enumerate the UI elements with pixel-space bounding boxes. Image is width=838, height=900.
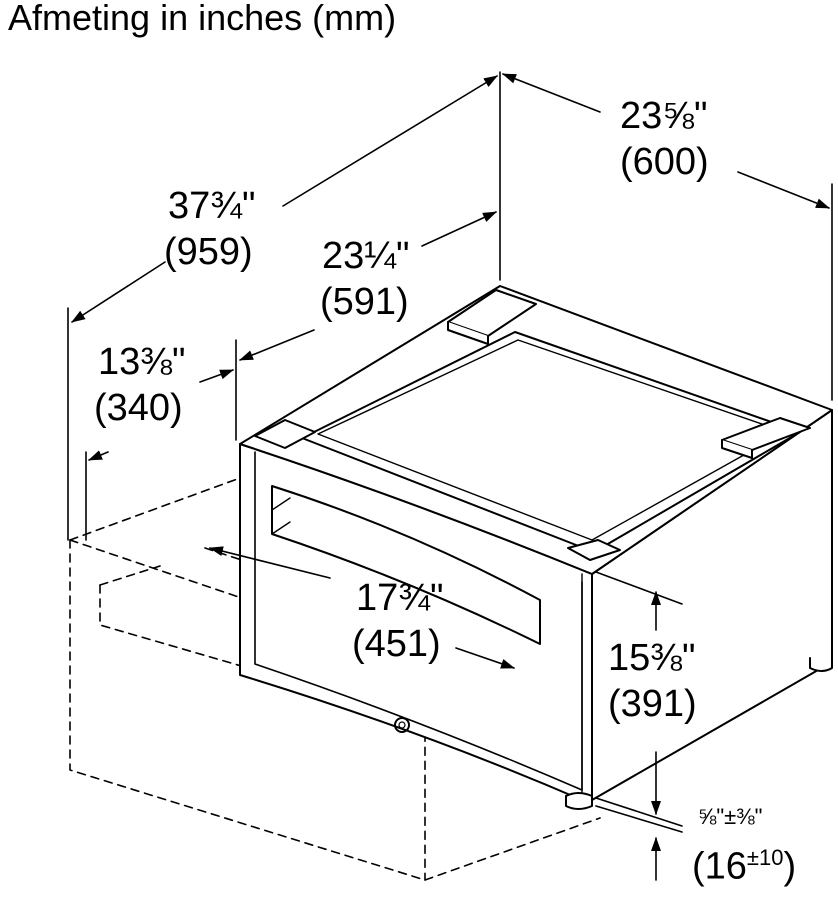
total-depth-mm: (959)	[164, 231, 253, 273]
total-depth-inch: 37¾"	[168, 185, 256, 227]
corner-pads	[254, 289, 811, 561]
body-depth-inch: 23¼"	[322, 235, 410, 277]
adjustable-feet	[565, 657, 833, 810]
width-mm: (600)	[620, 141, 709, 183]
body-depth-mm: (591)	[320, 281, 409, 323]
drawer-opening-mm: (451)	[352, 623, 441, 665]
drawer-lock	[394, 717, 410, 733]
extension-lines	[67, 71, 833, 833]
drawer-handle	[271, 485, 541, 645]
drawer-extension-mm: (340)	[94, 387, 183, 429]
foot-adjustment-inch: ⅝"±⅜"	[698, 804, 763, 829]
drawer-opening-inch: 17¾"	[356, 577, 444, 619]
height-mm: (391)	[608, 683, 697, 725]
width-inch: 23⅝"	[620, 95, 708, 137]
drawing-title: Afmeting in inches (mm)	[8, 0, 397, 38]
height-inch: 15⅜"	[608, 637, 696, 679]
pedestal-body	[239, 285, 833, 801]
foot-adjustment-mm: (16±10)	[692, 845, 797, 888]
drawer-extension-inch: 13⅜"	[98, 341, 186, 383]
dimension-lines	[71, 73, 830, 881]
